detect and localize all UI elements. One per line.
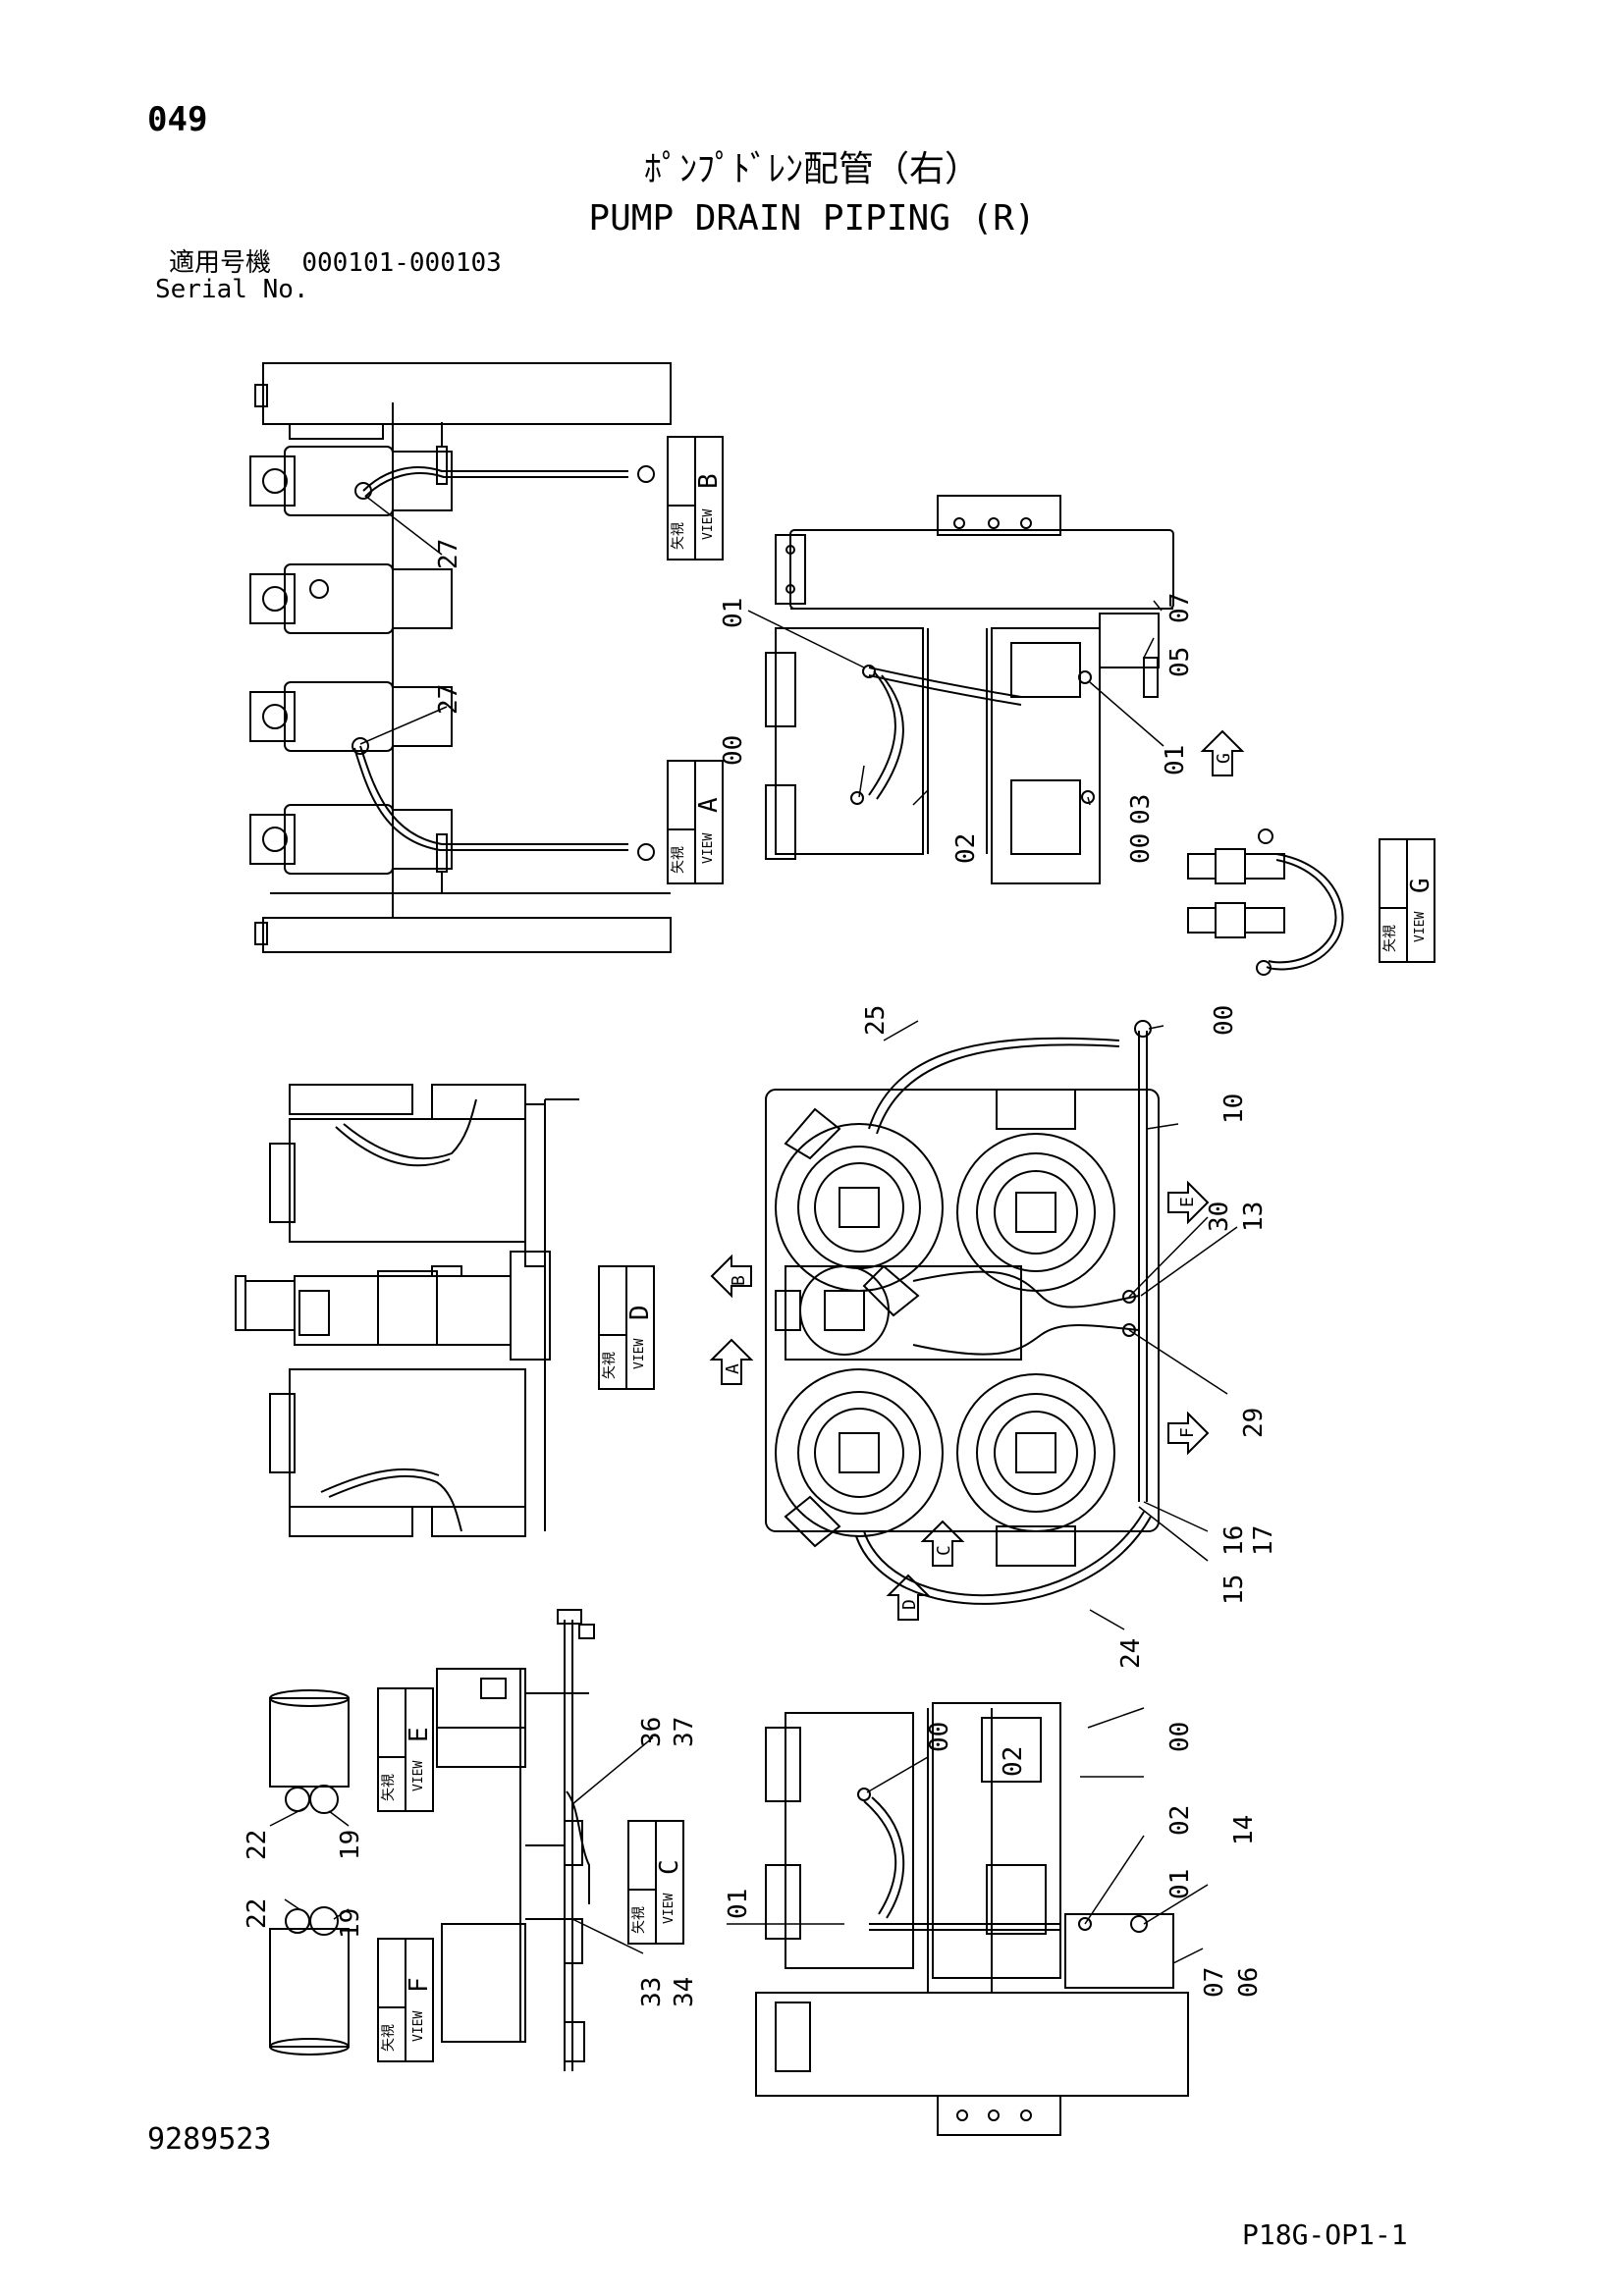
callout-00-upper-left: 00 [719,735,748,766]
view-box-c: 矢視 VIEW C [627,1820,684,1945]
view-box-a-letter: A [694,797,724,813]
callout-02-lower-center: 02 [999,1746,1028,1777]
callout-34: 34 [670,1977,699,2007]
direction-arrow-a: A [709,1338,754,1385]
callout-27-upper: 27 [434,539,463,569]
serial-label: Serial No. [155,275,309,304]
view-c-drawing [436,1609,595,2071]
callout-01-lower-left: 01 [724,1889,753,1919]
callout-02-upper: 02 [951,833,981,864]
callout-07-lower: 07 [1200,1967,1229,1998]
serial-label-japanese: 適用号機 [169,248,272,278]
callout-19-lower: 19 [336,1908,365,1939]
view-box-f-letter: F [405,1977,434,1993]
direction-arrow-e: E [1167,1180,1210,1225]
view-box-c-jp: 矢視 [631,1906,647,1934]
view-box-f: 矢視 VIEW F [377,1938,434,2062]
part-number: 9289523 [147,2122,272,2157]
view-box-b-word: VIEW [701,509,716,540]
page-number: 049 [147,100,208,139]
page-code: P18G-OP1-1 [1242,2218,1408,2251]
view-box-f-word: VIEW [411,2011,426,2042]
callout-07-upper: 07 [1165,593,1195,623]
callout-labels: 27 27 01 07 05 01 00 02 03 00 25 00 10 3… [243,539,1278,2007]
callout-22-lower: 22 [243,1898,272,1929]
callout-10: 10 [1219,1094,1249,1124]
view-box-b: 矢視 VIEW B [667,436,724,561]
callout-14: 14 [1229,1815,1259,1845]
view-box-c-letter: C [655,1859,684,1875]
page-title: PUMP DRAIN PIPING (R) [588,198,1036,239]
callout-25: 25 [861,1005,891,1036]
callout-29: 29 [1239,1408,1269,1438]
arrow-label-b: B [729,1275,749,1286]
callout-19-upper: 19 [336,1830,365,1860]
view-box-d-jp: 矢視 [602,1352,618,1379]
view-box-a-jp: 矢視 [671,846,686,874]
leader-lines [269,495,1238,1964]
direction-arrow-c: C [920,1520,965,1567]
serial-info: 適用号機 000101-000103 [169,250,502,276]
view-box-g-word: VIEW [1413,912,1428,942]
view-box-b-jp: 矢視 [671,522,686,550]
view-box-e-word: VIEW [411,1761,426,1791]
arrow-label-c: C [934,1545,954,1556]
arrow-label-f: F [1177,1427,1198,1438]
callout-37: 37 [670,1717,699,1747]
arrow-label-g: G [1214,753,1234,764]
callout-01-upper-right: 01 [1161,745,1190,775]
arrow-label-e: E [1177,1197,1198,1207]
page-title-japanese: ﾎﾟﾝﾌﾟﾄﾞﾚﾝ配管（右） [643,149,980,189]
callout-24: 24 [1116,1638,1146,1669]
serial-range: 000101-000103 [301,248,502,278]
view-g-drawing [1187,828,1344,976]
view-box-c-word: VIEW [662,1894,677,1924]
view-box-a: 矢視 VIEW A [667,760,724,884]
view-box-e-letter: E [405,1727,434,1742]
callout-01-upper: 01 [719,598,748,628]
callout-16: 16 [1219,1525,1249,1556]
callout-01-lower-right: 01 [1165,1869,1195,1899]
view-box-b-letter: B [694,473,724,489]
callout-15: 15 [1219,1575,1249,1605]
view-box-g-letter: G [1406,878,1435,893]
arrow-label-a: A [723,1363,743,1374]
view-box-e-jp: 矢視 [381,1774,397,1801]
callout-00-lower-center: 00 [925,1722,954,1752]
callout-03-upper: 03 [1126,794,1156,825]
arrow-label-d: D [899,1599,920,1610]
pump-side-view-upper [765,495,1174,884]
callout-00-upper-right: 00 [1126,833,1156,864]
pump-plan-view [765,1020,1160,1605]
callout-36: 36 [637,1717,667,1747]
callout-00-plan: 00 [1210,1005,1239,1036]
callout-30: 30 [1205,1201,1234,1232]
view-b-a-drawing [249,362,672,953]
callout-22-upper: 22 [243,1830,272,1860]
view-box-d: 矢視 VIEW D [598,1265,655,1390]
view-box-d-letter: D [625,1305,655,1320]
view-box-g-jp: 矢視 [1382,925,1398,952]
callout-33: 33 [637,1977,667,2007]
direction-arrow-b: B [710,1254,752,1299]
view-box-e: 矢視 VIEW E [377,1687,434,1812]
view-d-drawing [235,1084,579,1537]
callout-00-lower-right: 00 [1165,1722,1195,1752]
pump-side-view-lower [755,1702,1189,2136]
callout-27-lower: 27 [434,684,463,715]
direction-arrow-d: D [886,1574,931,1621]
direction-arrow-g: G [1200,729,1245,776]
view-box-g: 矢視 VIEW G [1379,838,1435,963]
callout-13: 13 [1239,1201,1269,1232]
view-e-f-drawing [269,1689,350,2056]
callout-02-lower-right: 02 [1165,1805,1195,1836]
view-box-f-jp: 矢視 [381,2024,397,2052]
callout-17: 17 [1249,1525,1278,1556]
callout-06: 06 [1234,1967,1264,1998]
callout-05-upper: 05 [1165,647,1195,677]
view-box-d-word: VIEW [632,1339,647,1369]
direction-arrow-f: F [1167,1411,1210,1456]
view-box-a-word: VIEW [701,833,716,864]
